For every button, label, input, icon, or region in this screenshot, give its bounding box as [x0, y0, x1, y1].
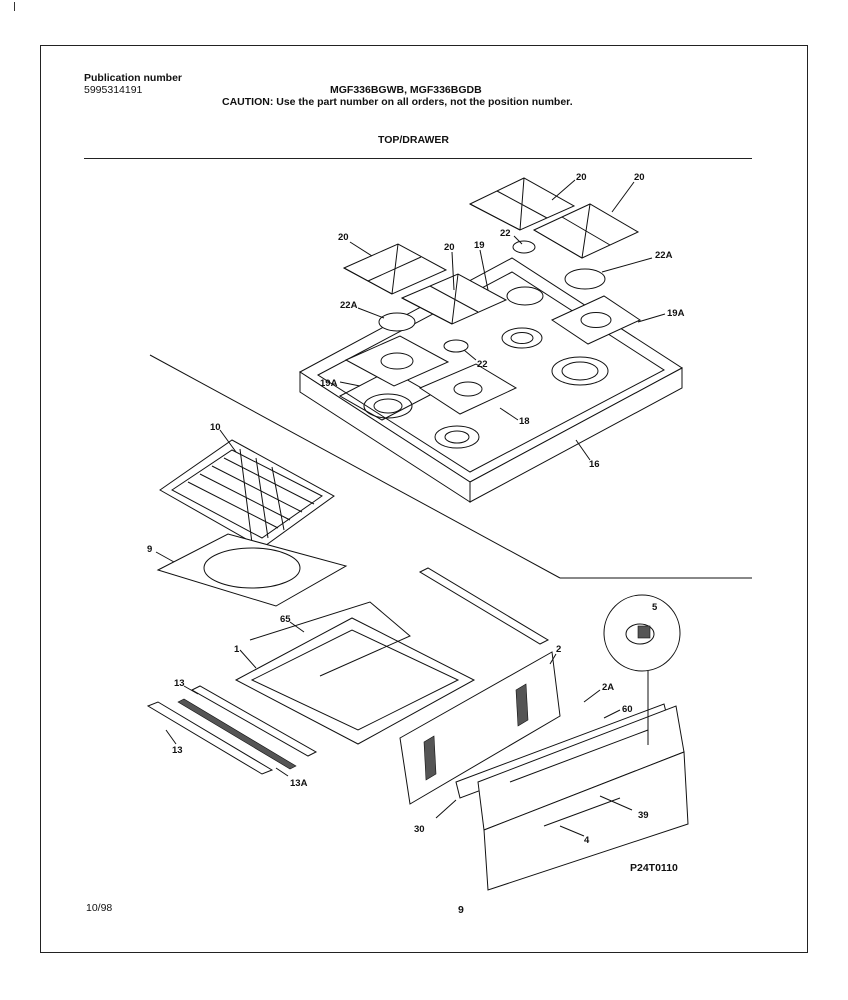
callout-label: 39: [638, 810, 649, 821]
callout-label: 2: [556, 644, 561, 655]
callout-label: 22: [500, 228, 511, 239]
callout-label: 13: [172, 745, 183, 756]
publication-number: 5995314191: [84, 84, 143, 96]
footer-date: 10/98: [86, 902, 113, 914]
callout-label: 19A: [320, 378, 338, 389]
burner-grates: [342, 177, 640, 325]
model-numbers: MGF336BGWB, MGF336BGDB: [330, 84, 482, 96]
callout-label: 18: [519, 416, 530, 427]
leader-lines: [155, 179, 666, 837]
separator-line: [149, 354, 561, 579]
caution-text: CAUTION: Use the part number on all orde…: [222, 96, 573, 108]
callout-label: 19: [474, 240, 485, 251]
callout-label: 60: [622, 704, 633, 715]
callout-label: 13A: [290, 778, 308, 789]
drawer-back-panel: [399, 651, 561, 805]
callout-label: 22A: [340, 300, 358, 311]
callout-label: 19A: [667, 308, 685, 319]
section-title: TOP/DRAWER: [378, 134, 449, 146]
diagram-code: P24T0110: [630, 862, 678, 874]
callout-label: 65: [280, 614, 291, 625]
callout-label: 4: [584, 835, 590, 846]
footer-page-number: 9: [458, 904, 464, 916]
callout-label: 20: [338, 232, 349, 243]
callout-label: 13: [174, 678, 185, 689]
callout-label: 22: [477, 359, 488, 370]
callout-label: 2A: [602, 682, 614, 693]
callout-label: 1: [234, 644, 240, 655]
burner-caps: [378, 240, 606, 353]
callout-label: 20: [634, 172, 645, 183]
page-frame: [40, 45, 808, 953]
drawer-rails: [146, 567, 550, 775]
drawer-body: [234, 601, 476, 745]
knob-detail: [603, 594, 681, 745]
drip-bowls: [344, 295, 642, 415]
callout-label: 30: [414, 824, 425, 835]
drawer-front: [455, 703, 689, 891]
callout-label: 16: [589, 459, 600, 470]
callout-label: 10: [210, 422, 221, 433]
callout-label: 5: [652, 602, 658, 613]
publication-label: Publication number: [84, 72, 183, 84]
callout-label: 20: [576, 172, 587, 183]
corner-mark: [14, 2, 15, 11]
broiler-grid: [159, 439, 335, 549]
callout-label: 9: [147, 544, 152, 555]
callout-label: 20: [444, 242, 455, 253]
callout-label: 22A: [655, 250, 673, 261]
header-divider: [84, 158, 752, 159]
broiler-pan: [156, 533, 348, 607]
callout-labels: 20 20 20 22 20 19 22A 22A 19A 22 19A 18 …: [147, 172, 685, 846]
